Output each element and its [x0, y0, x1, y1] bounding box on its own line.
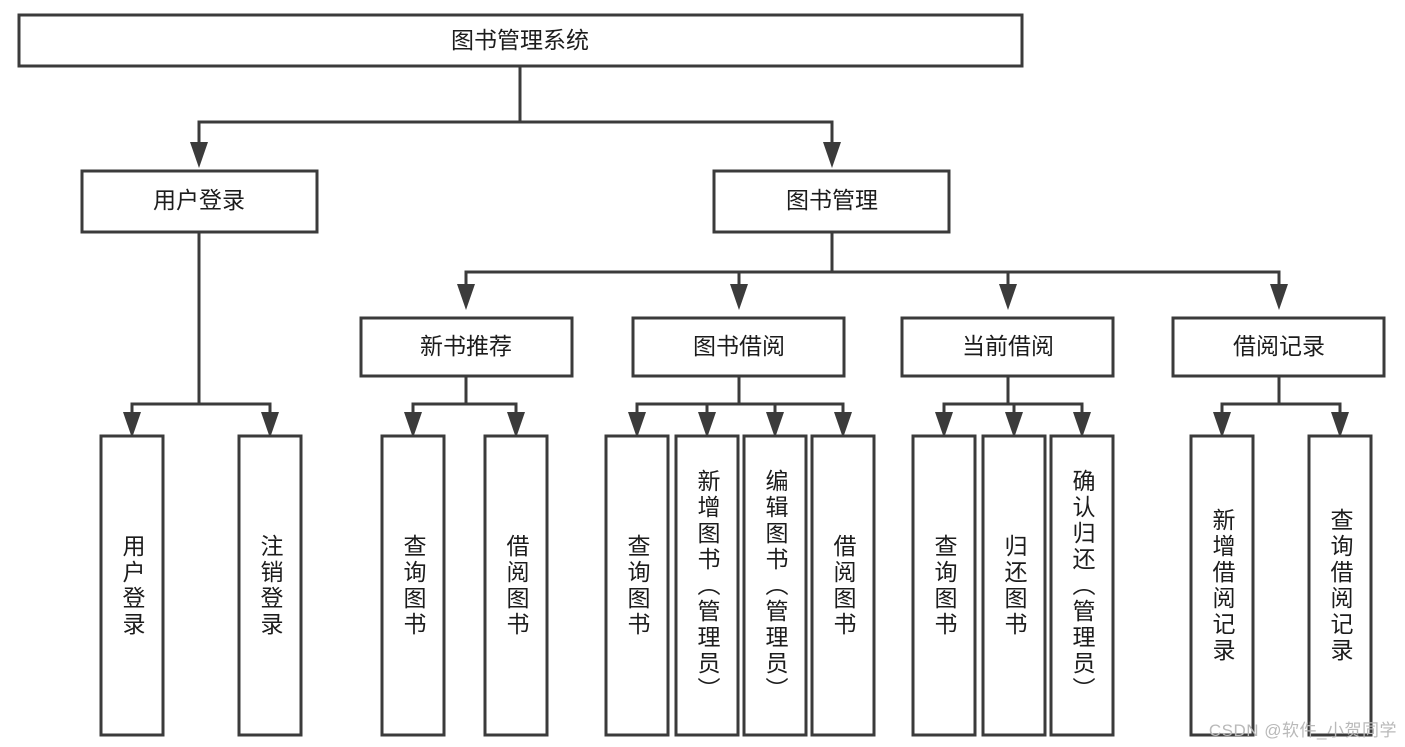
node-leaf-return-book-label: 归还图书	[1001, 534, 1028, 638]
node-leaf-query-book-2-label: 查询图书	[624, 534, 651, 638]
node-leaf-query-book-1-label: 查询图书	[400, 534, 427, 638]
node-current-borrow-label: 当前借阅	[962, 333, 1054, 359]
node-leaf-add-book[interactable]: 新增图书（管理员）	[674, 434, 740, 737]
node-leaf-return-book[interactable]: 归还图书	[981, 434, 1047, 737]
node-leaf-user-login-label: 用户登录	[119, 534, 146, 638]
node-leaf-add-record-label: 新增借阅记录	[1209, 508, 1236, 664]
node-book-management-label: 图书管理	[786, 187, 878, 213]
node-root-system-label: 图书管理系统	[451, 27, 589, 53]
node-user-login[interactable]: 用户登录	[80, 169, 319, 234]
connector-root-to-level2	[190, 64, 841, 168]
node-new-book-recommend-label: 新书推荐	[420, 333, 512, 359]
node-leaf-query-book-3[interactable]: 查询图书	[911, 434, 977, 737]
connector-bookmgmt-to-level3	[457, 230, 1288, 310]
node-leaf-confirm-return-label: 确认归还（管理员）	[1069, 469, 1096, 703]
csdn-watermark: CSDN @软件_小贺同学	[1208, 721, 1397, 740]
node-book-borrow[interactable]: 图书借阅	[631, 316, 846, 378]
node-leaf-edit-book-label: 编辑图书（管理员）	[762, 469, 789, 703]
node-leaf-query-book-2[interactable]: 查询图书	[604, 434, 670, 737]
node-leaf-edit-book[interactable]: 编辑图书（管理员）	[742, 434, 808, 737]
connector-bookborrow-to-leaves	[628, 374, 852, 438]
node-leaf-borrow-book-1-label: 借阅图书	[503, 534, 530, 638]
node-leaf-user-logout-label: 注销登录	[257, 534, 284, 638]
node-leaf-add-record[interactable]: 新增借阅记录	[1189, 434, 1255, 737]
connector-currentborrow-to-leaves	[935, 374, 1091, 438]
connector-newbook-to-leaves	[404, 374, 525, 438]
node-borrow-record-label: 借阅记录	[1233, 333, 1325, 359]
connector-userlogin-to-leaves	[123, 230, 279, 438]
node-leaf-query-book-3-label: 查询图书	[931, 534, 958, 638]
node-leaf-borrow-book-2-label: 借阅图书	[830, 534, 857, 638]
node-root-system[interactable]: 图书管理系统	[17, 13, 1024, 68]
node-leaf-confirm-return[interactable]: 确认归还（管理员）	[1049, 434, 1115, 737]
node-user-login-label: 用户登录	[153, 187, 245, 213]
connector-borrowrecord-to-leaves	[1213, 374, 1349, 438]
node-leaf-add-book-label: 新增图书（管理员）	[694, 469, 721, 703]
node-leaf-query-book-1[interactable]: 查询图书	[380, 434, 446, 737]
node-leaf-user-logout[interactable]: 注销登录	[237, 434, 303, 737]
node-leaf-borrow-book-1[interactable]: 借阅图书	[483, 434, 549, 737]
node-book-management[interactable]: 图书管理	[712, 169, 951, 234]
node-leaf-query-record-label: 查询借阅记录	[1327, 508, 1354, 664]
node-leaf-query-record[interactable]: 查询借阅记录	[1307, 434, 1373, 737]
node-book-borrow-label: 图书借阅	[693, 333, 785, 359]
node-current-borrow[interactable]: 当前借阅	[900, 316, 1115, 378]
node-leaf-borrow-book-2[interactable]: 借阅图书	[810, 434, 876, 737]
node-leaf-user-login[interactable]: 用户登录	[99, 434, 165, 737]
node-borrow-record[interactable]: 借阅记录	[1171, 316, 1386, 378]
node-new-book-recommend[interactable]: 新书推荐	[359, 316, 574, 378]
